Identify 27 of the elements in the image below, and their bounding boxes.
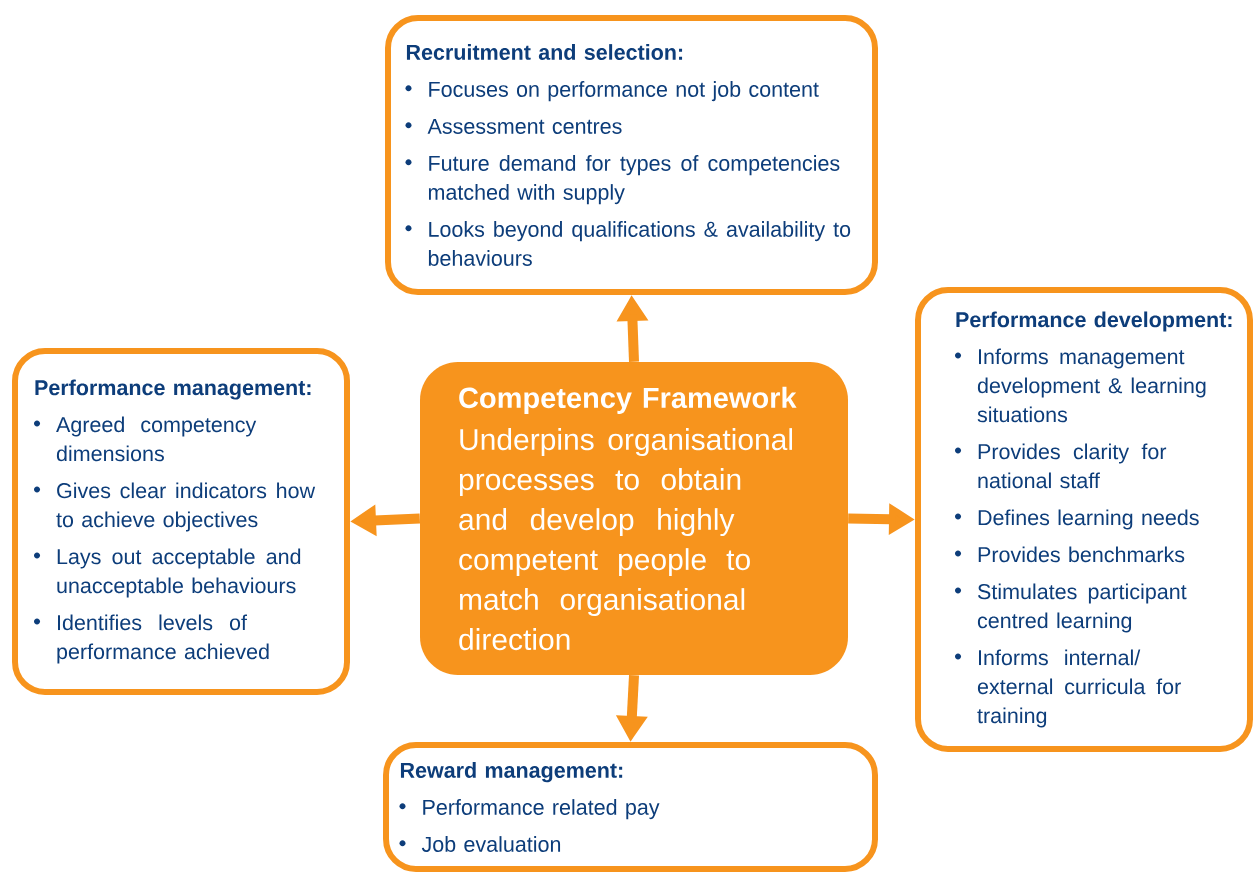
bullet-text: Provides clarity for national staff bbox=[978, 443, 1167, 489]
bullet-text: Future demand for types of competencies matched with supply bbox=[428, 155, 840, 205]
bullet-text: Job evaluation bbox=[421, 836, 561, 852]
box-heading: Recruitment and selection: bbox=[406, 44, 683, 60]
bullet-text: Focuses on performance not job content bbox=[429, 81, 819, 102]
bullet-text: Performance related pay bbox=[423, 799, 660, 820]
framework-box bbox=[420, 362, 848, 675]
framework-description: Underpins organisational processes to obtain and develop highly competent people to match organisational direction bbox=[459, 428, 793, 651]
bullet-text: Defines learning needs bbox=[978, 509, 1199, 530]
info-box bbox=[915, 287, 1253, 752]
bullet-text: Provides benchmarks bbox=[978, 546, 1185, 563]
box-heading: Performance management: bbox=[35, 379, 311, 400]
info-box bbox=[385, 15, 878, 295]
framework-title: Competency Framework bbox=[459, 386, 797, 414]
bullet-text: Lays out acceptable and unacceptable behaviours bbox=[57, 548, 301, 598]
bullet-text: Gives clear indicators how to achieve objectives bbox=[56, 482, 316, 532]
info-box bbox=[12, 348, 350, 695]
bullet-text: Agreed competency dimensions bbox=[56, 416, 257, 462]
bullet-text: Assessment centres bbox=[427, 118, 622, 134]
box-heading: Reward management: bbox=[400, 762, 623, 783]
bullet-text: Looks beyond qualifications & availability to behaviours bbox=[428, 221, 851, 266]
box-heading: Performance development: bbox=[956, 311, 1232, 332]
bullet-text: Identifies levels of performance achieved bbox=[57, 614, 269, 664]
bullet-text: Stimulates participant centred learning bbox=[977, 583, 1187, 633]
info-box bbox=[383, 742, 878, 872]
bullet-text: Informs internal/ external curricula for training bbox=[977, 649, 1181, 728]
bullet-text: Informs management development & learning situations bbox=[977, 348, 1206, 423]
